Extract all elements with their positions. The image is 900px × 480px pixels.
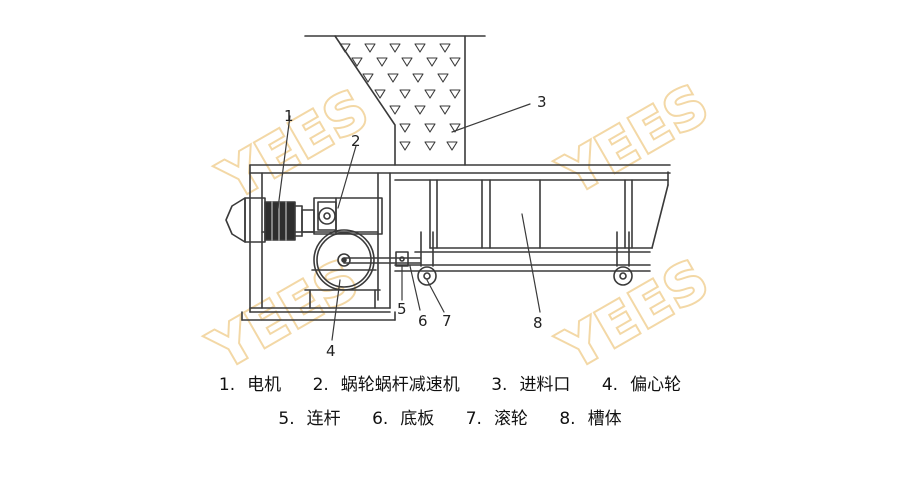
material-triangle: [449, 123, 461, 133]
material-triangle: [389, 43, 401, 53]
legend-item-connecting-rod: 5.连杆: [278, 409, 341, 429]
callout-6: 6: [418, 312, 428, 330]
worm-gear-reducer: [301, 197, 383, 235]
legend-item-feed-inlet: 3.进料口: [491, 375, 571, 395]
legend-item-roller: 7.滚轮: [465, 409, 528, 429]
vibrating-feeder-diagram: YEES YEES YEES YEES: [197, 35, 722, 370]
material-triangle: [437, 73, 449, 83]
material-triangle: [449, 89, 461, 99]
roller-right: [613, 231, 633, 286]
leader-lines: [277, 103, 541, 341]
legend-item-trough: 8.槽体: [559, 409, 622, 429]
material-triangle: [389, 105, 401, 115]
feed-hopper: [304, 35, 486, 166]
trough-body: [394, 171, 669, 272]
callout-5: 5: [397, 300, 407, 318]
legend-item-motor: 1.电机: [218, 375, 282, 395]
hopper-material: [339, 43, 461, 151]
eccentric-wheel: [311, 229, 377, 291]
callout-3: 3: [537, 93, 547, 111]
material-triangle: [424, 141, 436, 151]
roller-left: [417, 231, 437, 286]
watermark-text: YEES: [549, 72, 720, 207]
motor: [225, 197, 303, 243]
callout-2: 2: [351, 132, 361, 150]
callout-4: 4: [326, 342, 336, 360]
connecting-rod: [343, 251, 421, 267]
material-triangle: [414, 43, 426, 53]
material-triangle: [376, 57, 388, 67]
material-triangle: [399, 141, 411, 151]
material-triangle: [374, 89, 386, 99]
material-triangle: [439, 43, 451, 53]
material-triangle: [446, 141, 458, 151]
legend-item-eccentric-wheel: 4.偏心轮: [601, 375, 682, 395]
machine-frame: [241, 164, 671, 321]
legend-row-2: 5.连杆 6.底板 7.滚轮 8.槽体: [0, 404, 900, 429]
callout-labels: 1 2 3 4 5 6 7 8: [284, 93, 547, 360]
material-triangle: [414, 105, 426, 115]
material-triangle: [426, 57, 438, 67]
material-triangle: [364, 43, 376, 53]
material-triangle: [412, 73, 424, 83]
material-triangle: [424, 123, 436, 133]
material-triangle: [351, 57, 363, 67]
material-triangle: [339, 43, 351, 53]
callout-1: 1: [284, 107, 294, 125]
callout-7: 7: [442, 312, 452, 330]
material-triangle: [449, 57, 461, 67]
material-triangle: [362, 73, 374, 83]
legend-row-1: 1.电机 2.蜗轮蜗杆减速机 3.进料口 4.偏心轮: [0, 370, 900, 395]
material-triangle: [424, 89, 436, 99]
material-triangle: [399, 123, 411, 133]
material-triangle: [387, 73, 399, 83]
material-triangle: [439, 105, 451, 115]
material-triangle: [399, 89, 411, 99]
legend-item-worm-gear-reducer: 2.蜗轮蜗杆减速机: [312, 375, 460, 395]
legend-item-base-plate: 6.底板: [372, 409, 435, 429]
material-triangle: [401, 57, 413, 67]
callout-8: 8: [533, 314, 543, 332]
